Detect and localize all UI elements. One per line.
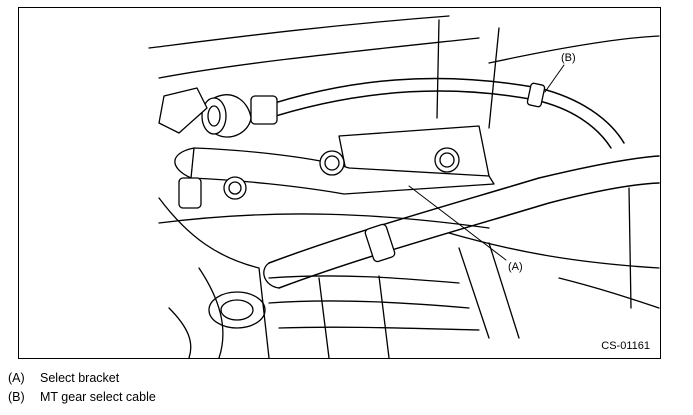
legend-text: MT gear select cable xyxy=(40,390,156,404)
background-line xyxy=(488,35,660,64)
callout-a: (A) xyxy=(508,261,523,273)
background-line xyxy=(488,27,500,129)
cable-end-eye xyxy=(201,97,227,135)
housing-outline xyxy=(158,197,270,358)
legend-text: Select bracket xyxy=(40,371,120,385)
background-line xyxy=(436,19,440,119)
background-line xyxy=(318,277,330,358)
callout-b: (B) xyxy=(561,52,576,64)
background-line xyxy=(558,277,660,309)
housing-outline xyxy=(168,307,192,358)
leader-line-b xyxy=(544,64,565,93)
legend-item: (A) Select bracket xyxy=(8,369,156,388)
hose xyxy=(268,155,660,264)
background-line xyxy=(458,247,490,339)
hose xyxy=(278,182,660,289)
background-line xyxy=(158,213,490,229)
background-line xyxy=(148,15,450,49)
lever xyxy=(158,87,208,134)
leader-line-a xyxy=(408,185,507,261)
hose-end xyxy=(263,262,280,289)
legend-key: (A) xyxy=(8,371,25,385)
bolt xyxy=(178,177,202,209)
legend: (A) Select bracket (B) MT gear select cabl… xyxy=(8,369,156,407)
background-line xyxy=(278,326,480,331)
cable-sleeve xyxy=(526,82,546,108)
bracket-edge xyxy=(174,147,195,179)
boss xyxy=(220,299,254,321)
line-drawing xyxy=(148,15,660,358)
background-line xyxy=(268,275,460,284)
legend-item: (B) MT gear select cable xyxy=(8,388,156,407)
bolt xyxy=(228,181,242,195)
cable xyxy=(262,90,612,149)
figure-code: CS-01161 xyxy=(601,340,650,352)
background-line xyxy=(488,242,520,339)
boss xyxy=(208,291,266,329)
background-line xyxy=(448,232,660,269)
legend-key: (B) xyxy=(8,390,25,404)
housing-outline xyxy=(198,267,224,358)
bolt xyxy=(439,152,455,168)
diagram-figure: (A) (B) CS-01161 xyxy=(18,7,661,359)
bolt xyxy=(223,176,247,200)
bolt xyxy=(324,155,340,171)
hose-band xyxy=(364,223,396,263)
cable-sleeve xyxy=(250,95,278,125)
background-line xyxy=(158,37,480,79)
cable xyxy=(258,77,625,144)
background-line xyxy=(628,187,632,309)
bolt xyxy=(319,150,345,176)
background-line xyxy=(378,275,390,358)
bolt xyxy=(434,147,460,173)
cable-end-eye xyxy=(207,105,221,127)
background-line xyxy=(268,300,470,309)
